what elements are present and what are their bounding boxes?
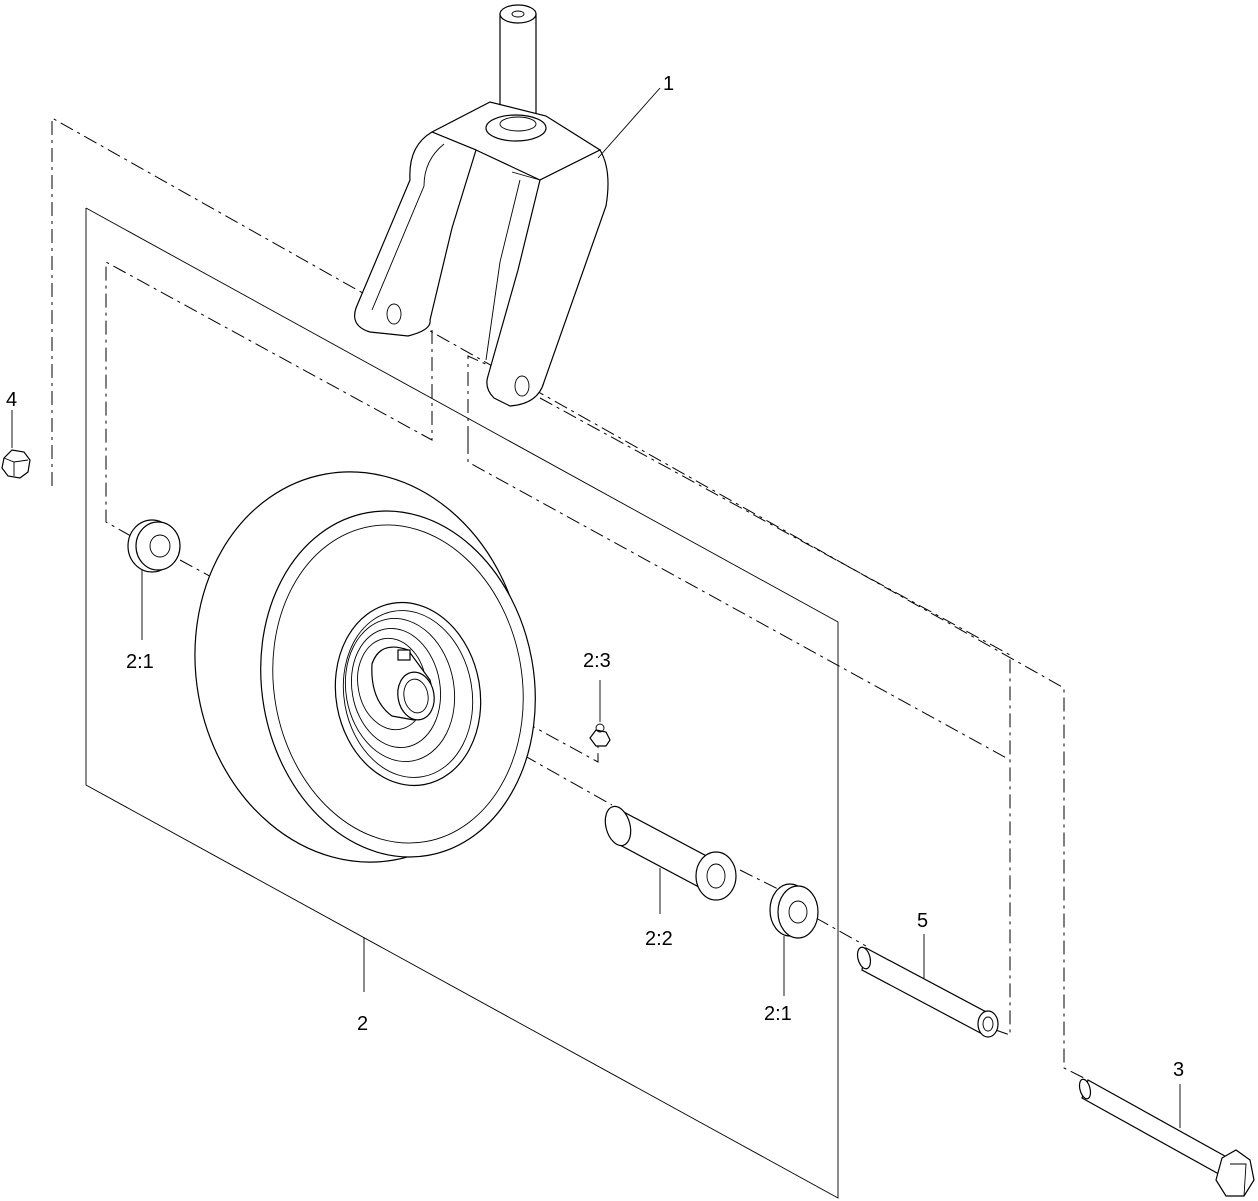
bolt	[1078, 1078, 1255, 1197]
callout-nut: 4	[6, 389, 17, 411]
callout-wheel-assembly: 2	[357, 1013, 368, 1035]
caster-yoke	[354, 4, 661, 407]
callout-spacer-tube: 2:2	[645, 928, 673, 950]
callout-bushing-left: 2:1	[126, 651, 154, 673]
grease-fitting	[589, 680, 611, 747]
bushing-left	[127, 519, 181, 640]
nut	[1, 410, 31, 479]
spacer-tube	[604, 805, 737, 914]
callout-grease-fitting: 2:3	[583, 650, 611, 672]
spacer	[856, 934, 999, 1038]
wheel-tire	[194, 471, 536, 863]
wheel-assembly-frame	[85, 207, 839, 1199]
bushing-right	[769, 883, 819, 996]
callout-spacer: 5	[917, 910, 928, 932]
callout-bushing-right: 2:1	[764, 1003, 792, 1025]
callout-yoke: 1	[663, 73, 674, 95]
callout-bolt: 3	[1173, 1059, 1184, 1081]
